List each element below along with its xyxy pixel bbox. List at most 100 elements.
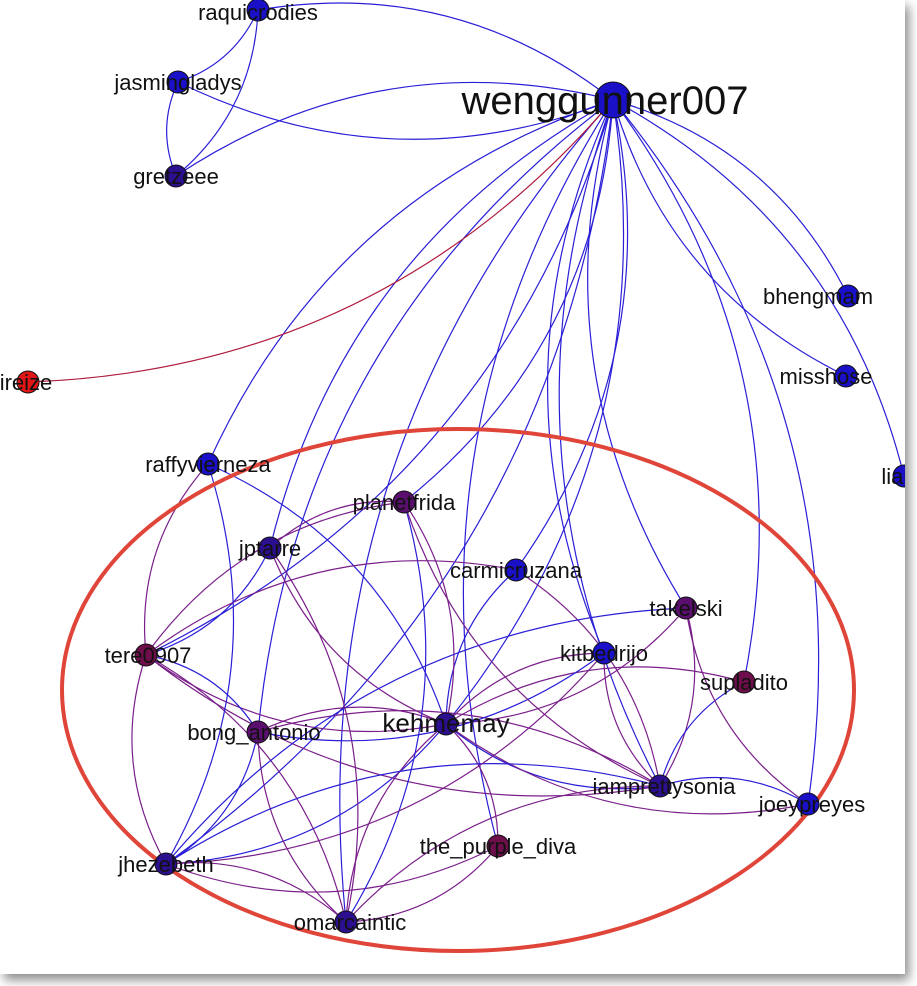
node-label-omarcaintic: omarcaintic: [294, 910, 406, 935]
edge-raffyvierneza-tere0907: [143, 463, 209, 656]
edge-kehmemay-omarcaintic: [345, 723, 447, 923]
node-label-gretzeee: gretzeee: [133, 164, 219, 189]
node-label-liar: liar: [881, 464, 905, 489]
edge-bong_antonio-jhezebeth: [165, 731, 259, 865]
edge-wenggunner007-raffyvierneza: [207, 99, 614, 465]
node-label-bhengmam: bhengmam: [763, 284, 873, 309]
edge-kehmemay-iamprettysonia: [445, 723, 661, 790]
node-label-misshose: misshose: [780, 364, 873, 389]
node-iamprettysonia[interactable]: [648, 774, 672, 798]
edge-wenggunner007-kehmemay: [445, 99, 625, 725]
node-planetfrida[interactable]: [392, 490, 416, 514]
edge-jasmingladys-gretzeee: [166, 81, 179, 177]
node-raffyvierneza[interactable]: [196, 452, 220, 476]
edge-kehmemay-the_purple_diva: [445, 723, 499, 847]
node-ireize[interactable]: [16, 370, 40, 394]
edge-wenggunner007-gretzeee: [175, 81, 614, 177]
edge-raffyvierneza-jhezebeth: [165, 463, 235, 865]
edge-iamprettysonia-planetfrida: [403, 501, 661, 787]
node-label-kehmemay: kehmemay: [382, 708, 509, 738]
edge-wenggunner007-planetfrida: [403, 99, 614, 503]
edge-kehmemay-carmicruzana: [445, 569, 517, 725]
edge-joeypreyes-takelski: [685, 607, 809, 805]
edge-raquicrodies-jasmingladys: [177, 9, 259, 83]
node-label-joeypreyes: joeypreyes: [758, 792, 865, 817]
edge-wenggunner007-takelski: [587, 99, 687, 609]
edge-kehmemay-supladito: [445, 666, 745, 725]
edge-wenggunner007-jptarre: [269, 99, 614, 549]
edge-tere0907-jptarre: [145, 547, 271, 656]
edge-wenggunner007-bhengmam: [612, 99, 849, 297]
edge-jhezebeth-iamprettysonia: [165, 763, 661, 865]
edge-supladito-iamprettysonia: [659, 681, 745, 787]
node-kehmemay[interactable]: [434, 712, 458, 736]
node-label-raffyvierneza: raffyvierneza: [145, 452, 271, 477]
edge-tere0907-omarcaintic: [145, 654, 347, 923]
edge-tere0907-iamprettysonia: [145, 654, 661, 797]
edge-kehmemay-tere0907: [145, 654, 447, 733]
node-supladito[interactable]: [732, 670, 756, 694]
node-label-kitbedrijo: kitbedrijo: [560, 641, 648, 666]
edge-omarcaintic-planetfrida: [345, 501, 427, 923]
node-joeypreyes[interactable]: [796, 792, 820, 816]
node-label-bong_antonio: bong_antonio: [187, 720, 320, 745]
node-label-jasmingladys: jasmingladys: [113, 70, 241, 95]
node-jptarre[interactable]: [258, 536, 282, 560]
edge-kehmemay-raffyvierneza: [207, 463, 447, 725]
edge-wenggunner007-raquicrodies: [257, 2, 614, 101]
node-bhengmam[interactable]: [836, 284, 860, 308]
edge-wenggunner007-the_purple_diva: [462, 99, 614, 847]
edge-jptarre-omarcaintic: [269, 547, 359, 923]
edge-wenggunner007-joeypreyes: [612, 99, 820, 805]
node-tere0907[interactable]: [134, 643, 158, 667]
node-raquicrodies[interactable]: [246, 0, 270, 22]
edge-bong_antonio-omarcaintic: [257, 731, 347, 923]
edge-takelski-jhezebeth: [165, 607, 687, 865]
node-label-jhezebeth: jhezebeth: [117, 852, 213, 877]
node-liar[interactable]: [892, 464, 905, 488]
edge-wenggunner007-misshose: [612, 99, 847, 377]
node-wenggunner007[interactable]: [594, 81, 632, 119]
edge-wenggunner007-iamprettysonia: [558, 99, 661, 787]
node-label-takelski: takelski: [649, 596, 722, 621]
edge-kehmemay-kitbedrijo: [445, 652, 605, 725]
edge-wenggunner007-liar: [612, 99, 905, 477]
edge-planetfrida-jptarre: [269, 500, 405, 549]
edge-raquicrodies-gretzeee: [175, 9, 259, 177]
edge-wenggunner007-jhezebeth: [165, 99, 614, 865]
edge-kitbedrijo-jhezebeth: [165, 652, 605, 865]
edge-kehmemay-joeypreyes: [445, 723, 809, 815]
node-label-raquicrodies: raquicrodies: [198, 0, 318, 25]
edge-jhezebeth-the_purple_diva: [165, 845, 499, 893]
edge-kehmemay-takelski: [445, 607, 687, 725]
edge-iamprettysonia-takelski: [659, 607, 696, 787]
edge-iamprettysonia-joeypreyes: [659, 776, 809, 805]
node-bong_antonio[interactable]: [246, 720, 270, 744]
edge-omarcaintic-iamprettysonia: [345, 785, 661, 923]
edge-omarcaintic-the_purple_diva: [345, 845, 499, 923]
edge-kehmemay-jptarre: [269, 547, 447, 725]
network-graph: raquicrodies jasmingladys gretzeee wenggunn…: [0, 0, 905, 953]
edge-kehmemay-bong_antonio: [257, 706, 447, 733]
node-jhezebeth[interactable]: [154, 852, 178, 876]
edge-tere0907-jhezebeth: [131, 654, 167, 865]
node-label-the_purple_diva: the_purple_diva: [420, 834, 577, 859]
edge-wenggunner007-supladito: [612, 99, 760, 683]
node-jasmingladys[interactable]: [166, 70, 190, 94]
node-gretzeee[interactable]: [164, 164, 188, 188]
edge-kehmemay-jhezebeth: [165, 723, 447, 865]
node-label-carmicruzana: carmicruzana: [450, 558, 583, 583]
node-the_purple_diva[interactable]: [486, 834, 510, 858]
edge-iamprettysonia-carmicruzana: [515, 569, 661, 787]
node-kitbedrijo[interactable]: [592, 641, 616, 665]
node-label-tere0907: tere0907: [105, 643, 192, 668]
node-carmicruzana[interactable]: [504, 558, 528, 582]
node-misshose[interactable]: [834, 364, 858, 388]
node-label-jptarre: jptarre: [238, 536, 301, 561]
highlight-ellipse: [60, 427, 856, 953]
node-takelski[interactable]: [674, 596, 698, 620]
edge-wenggunner007-omarcaintic: [339, 99, 614, 923]
label-layer: raquicrodies jasmingladys gretzeee wenggunn…: [0, 0, 905, 935]
node-omarcaintic[interactable]: [334, 910, 358, 934]
node-label-wenggunner007: wenggunner007: [461, 79, 749, 123]
